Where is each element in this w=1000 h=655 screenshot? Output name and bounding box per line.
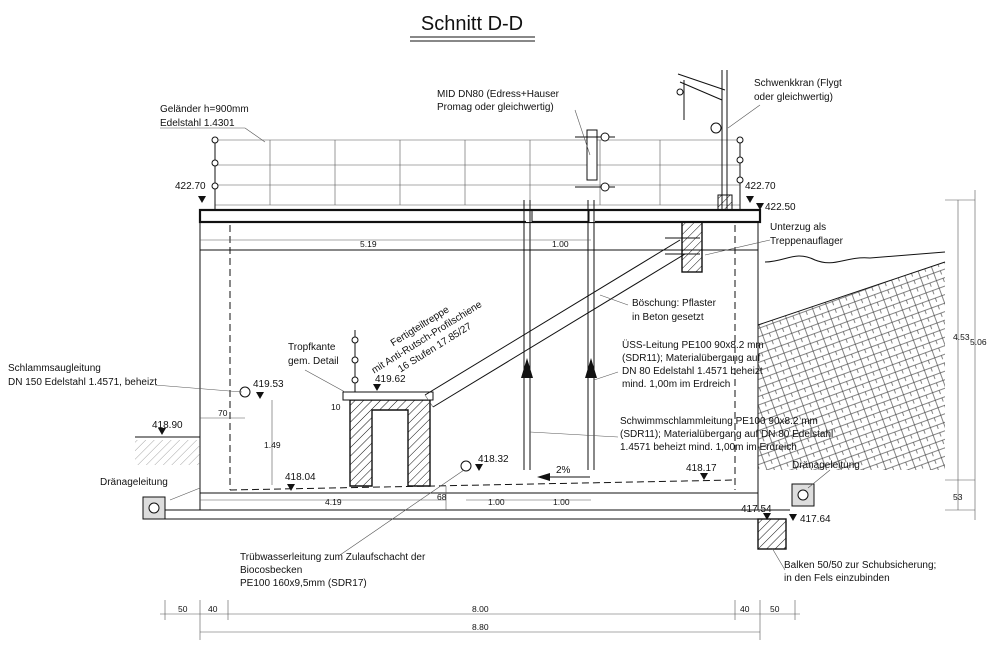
drip-edge-note: Tropfkante gem. Detail [288,342,339,367]
dim-149: 1.49 [264,440,281,450]
dimension-lines [160,190,976,640]
dim-880: 8.80 [472,622,489,632]
drainage-right-note: Dränageleitung [792,460,860,471]
dim-70: 70 [218,408,228,418]
overflow-pipe-note: ÜSS-Leitung PE100 90x8.2 mm (SDR11); Mat… [622,339,767,390]
dim-419: 4.19 [325,497,342,507]
level-41754: 417.54 [741,504,772,515]
dim-100-b: 1.00 [553,497,570,507]
turbid-pipe-note: Trübwasserleitung zum Zulaufschacht der … [240,552,428,589]
crane-note: Schwenkkran (Flygt oder gleichwertig) [754,78,845,103]
slope-arrow [537,473,590,481]
vertical-pipes [521,200,597,470]
drainage-left [142,496,166,520]
flowmeter [575,129,615,192]
dim-506: 5.06 [970,337,987,347]
stair-support-beam [681,221,703,273]
level-41962: 419.62 [375,374,406,385]
level-41817: 418.17 [686,463,717,474]
shear-key-beam [757,518,787,550]
flowmeter-note: MID DN80 (Edress+Hauser Promag oder glei… [437,89,562,113]
dim-100-a: 1.00 [488,497,505,507]
dim-53: 53 [953,492,963,502]
railing-note: Geländer h=900mm Edelstahl 1.4301 [160,104,251,129]
level-markers [158,196,797,521]
dim-453: 4.53 [953,332,970,342]
inlet-channel [342,330,434,487]
sludge-suction-note: Schlammsaugleitung DN 150 Edelstahl 1.45… [8,363,157,388]
slope-protection-note: Böschung: Pflaster in Beton gesetzt [632,298,719,323]
dim-50-left: 50 [178,604,188,614]
dim-40-left: 40 [208,604,218,614]
drainage-left-note: Dränageleitung [100,477,168,488]
level-42250: 422.50 [765,202,796,213]
scum-pipe-note: Schwimmschlammleitung PE100 90x8.2 mm (S… [620,416,836,453]
drawing-title: Schnitt D-D [421,13,523,35]
dim-100-top: 1.00 [552,239,569,249]
dim-800: 8.00 [472,604,489,614]
top-slab [198,208,762,224]
shear-beam-note: Balken 50/50 zur Schubsicherung; in den … [784,560,939,584]
level-41832: 418.32 [478,454,509,465]
slope-label: 2% [556,465,571,476]
dim-40-right: 40 [740,604,750,614]
ground-left [135,436,200,465]
leader-lines [154,104,831,571]
level-42270-left: 422.70 [175,181,206,192]
ground-right [757,251,946,470]
level-41953: 419.53 [253,379,284,390]
level-42270-right: 422.70 [745,181,776,192]
dim-10: 10 [331,402,341,412]
drainage-right [791,483,815,507]
level-41764: 417.64 [800,514,831,525]
swing-crane [676,70,733,211]
level-41890: 418.90 [152,420,183,431]
dim-50-right: 50 [770,604,780,614]
dim-68: 68 [437,492,447,502]
level-41804: 418.04 [285,472,316,483]
railing [211,136,744,210]
beam-note: Unterzug als Treppenauflager [770,222,844,247]
stair-note: Fertigteiltreppe mit Anti-Rutsch-Profils… [363,287,493,388]
dim-519: 5.19 [360,239,377,249]
turbid-pipe-symbol [460,460,472,472]
